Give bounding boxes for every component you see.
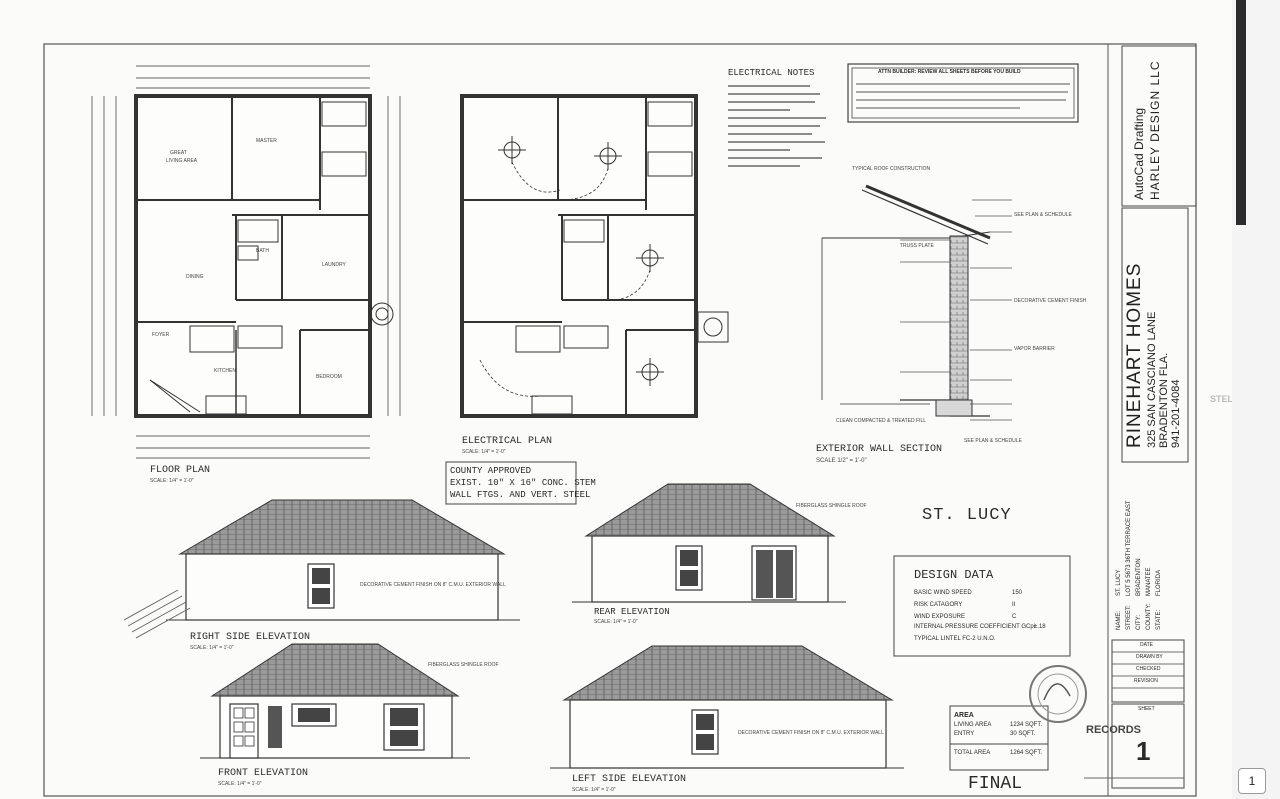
project-value: MANATEE: [1146, 567, 1152, 596]
front-elevation-roof: FIBERGLASS SHINGLE ROOF: [428, 662, 499, 668]
front-elevation-drawing: [200, 643, 470, 759]
wall-callout: VAPOR BARRIER: [1014, 346, 1055, 352]
rear-elevation-scale: SCALE: 1/4" = 1'-0": [594, 619, 638, 625]
county-note-line3: WALL FTGS. AND VERT. STEEL: [450, 490, 591, 500]
sheet-border: [43, 43, 1197, 797]
left-elevation-scale: SCALE: 1/4" = 1'-0": [572, 787, 616, 793]
room-label: MASTER: [256, 138, 277, 144]
county-note-line1: COUNTY APPROVED: [450, 466, 532, 476]
date-label: CHECKED: [1136, 666, 1161, 672]
wall-section-title: EXTERIOR WALL SECTION: [816, 444, 943, 455]
design-data-title: DESIGN DATA: [914, 568, 994, 582]
final-label: FINAL: [968, 774, 1023, 794]
company-name-2: HARLEY DESIGN LLC: [1148, 60, 1162, 201]
design-row-value: C: [1012, 614, 1017, 620]
company-name: AutoCad Drafting: [1132, 107, 1146, 200]
page-number-badge[interactable]: 1: [1238, 768, 1266, 794]
project-label: STATE:: [1156, 609, 1162, 630]
wall-callout: CLEAN COMPACTED & TREATED FILL: [836, 418, 927, 424]
date-label: DATE: [1140, 642, 1153, 648]
design-row-label: TYPICAL LINTEL FC-2 U.N.O.: [914, 636, 996, 642]
client-address-1: 325 SAN CASCIANO LANE: [1146, 311, 1158, 448]
area-row-label: LIVING AREA: [954, 722, 992, 728]
wall-callout: SEE PLAN & SCHEDULE: [1014, 212, 1072, 218]
floor-plan-title: FLOOR PLAN: [150, 465, 211, 476]
date-label: SHEET: [1138, 706, 1155, 712]
room-label: FOYER: [152, 332, 170, 338]
design-row-label: INTERNAL PRESSURE COEFFICIENT GCpi: [914, 624, 1036, 630]
area-row-value: 1234 SQFT.: [1010, 722, 1043, 728]
area-row-label: ENTRY: [954, 731, 975, 737]
design-row-value: ±.18: [1034, 624, 1046, 630]
project-label: NAME:: [1116, 610, 1122, 630]
room-label: GREAT: [170, 150, 187, 156]
area-row-label: TOTAL AREA: [954, 750, 991, 756]
blueprint-drawing: [43, 43, 1197, 797]
design-row-label: WIND EXPOSURE: [914, 614, 966, 620]
client-address-2: BRADENTON FLA.: [1158, 352, 1170, 448]
right-elevation-scale: SCALE: 1/4" = 1'-0": [190, 645, 234, 651]
date-label: REVISION: [1134, 678, 1158, 684]
electrical-plan-scale: SCALE: 1/4" = 1'-0": [462, 449, 506, 455]
room-label: BEDROOM: [316, 374, 342, 380]
project-value: FLORIDA: [1156, 569, 1162, 596]
left-elevation-title: LEFT SIDE ELEVATION: [572, 774, 687, 785]
design-row-value: II: [1012, 602, 1016, 608]
client-name: RINEHART HOMES: [1124, 262, 1145, 448]
area-row-value: 1264 SQFT.: [1010, 750, 1043, 756]
scrollbar[interactable]: [1236, 0, 1246, 225]
project-value: LOT 5 5673 36TH TERRACE EAST: [1126, 500, 1132, 596]
wall-section-drawing: [821, 184, 1012, 421]
sheet-number: 1: [1136, 736, 1151, 766]
rear-elevation-roof: FIBERGLASS SHINGLE ROOF: [796, 503, 867, 509]
electrical-plan-drawing: [460, 94, 729, 418]
right-side-elevation-drawing: [166, 499, 520, 621]
wall-callout: DECORATIVE CEMENT FINISH: [1014, 298, 1087, 304]
design-row-value: 150: [1012, 590, 1023, 596]
left-elevation-finish: DECORATIVE CEMENT FINISH ON 8" C.M.U. EX…: [738, 730, 884, 736]
design-row-label: BASIC WIND SPEED: [914, 590, 972, 596]
design-row-label: RISK CATAGORY: [914, 602, 963, 608]
rear-elevation-drawing: [572, 483, 846, 603]
area-row-value: 30 SQFT.: [1010, 731, 1036, 737]
room-label: LAUNDRY: [322, 262, 346, 268]
electrical-plan-title: ELECTRICAL PLAN: [462, 436, 553, 447]
plan-name-label: ST. LUCY: [922, 506, 1012, 525]
electrical-notes-lines: [728, 85, 826, 167]
floor-plan-scale: SCALE: 1/4" = 1'-0": [150, 478, 194, 484]
wall-callout: SEE PLAN & SCHEDULE: [964, 438, 1022, 444]
project-label: COUNTY:: [1146, 603, 1152, 630]
room-label: BATH: [256, 248, 269, 254]
county-note-line2: EXIST. 10" X 16" CONC. STEM: [450, 478, 596, 488]
room-label: DINING: [186, 274, 204, 280]
date-label: DRAWN BY: [1136, 654, 1163, 660]
project-label: STREET:: [1126, 605, 1132, 630]
electrical-notes-title: ELECTRICAL NOTES: [728, 68, 815, 78]
project-value: ST. LUCY: [1116, 569, 1122, 596]
area-title: AREA: [954, 712, 974, 719]
right-elevation-finish: DECORATIVE CEMENT FINISH ON 8" C.M.U. EX…: [360, 582, 506, 588]
project-label: CITY:: [1136, 614, 1142, 630]
records-label: RECORDS: [1086, 724, 1142, 736]
front-elevation-title: FRONT ELEVATION: [218, 768, 309, 779]
rear-elevation-title: REAR ELEVATION: [594, 607, 670, 617]
room-label: LIVING AREA: [166, 158, 198, 164]
room-label: KITCHEN: [214, 368, 236, 374]
floor-plan-drawing: [91, 65, 401, 459]
front-elevation-scale: SCALE: 1/4" = 1'-0": [218, 781, 262, 787]
wall-callout: TRUSS PLATE: [900, 243, 934, 249]
client-phone: 941-201-4084: [1170, 379, 1182, 448]
right-elevation-title: RIGHT SIDE ELEVATION: [190, 632, 311, 643]
left-side-elevation-drawing: [550, 645, 904, 769]
wall-section-scale: SCALE 1/2" = 1'-0": [816, 458, 867, 464]
project-value: BRADENTON: [1136, 558, 1142, 596]
viewer-side-panel: [1232, 0, 1280, 799]
wall-callout: TYPICAL ROOF CONSTRUCTION: [852, 166, 931, 172]
builder-note: ATTN BUILDER: REVIEW ALL SHEETS BEFORE Y…: [878, 69, 1021, 75]
